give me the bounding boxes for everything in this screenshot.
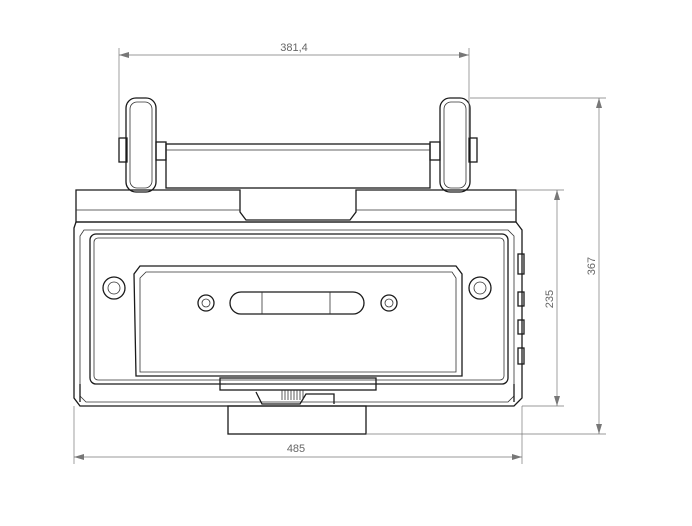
latch-bracket	[219, 377, 377, 391]
screw-icon	[380, 294, 398, 312]
bolt-icon	[102, 276, 126, 300]
side-connector	[517, 291, 525, 307]
dimension-label-top-width: 381,4	[280, 42, 308, 54]
side-connector	[517, 319, 525, 335]
left-axle-cap	[118, 137, 128, 163]
dimension-total-height: 367	[366, 97, 606, 435]
dimension-body-height: 235	[516, 189, 564, 407]
dimension-label-bottom-width: 485	[287, 443, 305, 455]
dimension-label-total-height: 367	[586, 257, 598, 275]
inner-cover	[133, 265, 463, 377]
left-wheel	[125, 97, 157, 193]
screw-icon	[197, 294, 215, 312]
dimension-top-width: 381,4	[118, 40, 470, 138]
right-axle-cap	[468, 137, 478, 163]
dimension-label-body-height: 235	[544, 290, 556, 308]
dimension-bottom-width: 485	[73, 406, 523, 464]
base-plate	[227, 405, 367, 435]
spring-icon	[281, 390, 304, 400]
handle-assembly	[118, 97, 478, 193]
main-body	[73, 189, 525, 407]
handle-bar	[165, 143, 431, 189]
bottom-mechanism	[219, 377, 377, 435]
front-panel	[89, 233, 509, 385]
bolt-icon	[468, 276, 492, 300]
handle-slot	[229, 291, 365, 315]
housing	[73, 221, 523, 407]
side-connector	[517, 347, 525, 365]
right-wheel	[439, 97, 471, 193]
side-connector	[517, 253, 525, 275]
top-lid	[75, 189, 517, 223]
